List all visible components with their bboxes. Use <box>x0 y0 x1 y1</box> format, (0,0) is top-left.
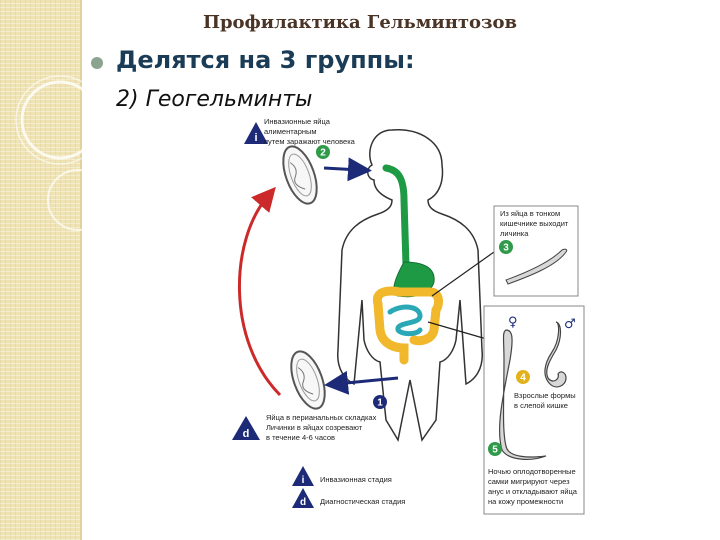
larva-worm <box>505 248 568 285</box>
svg-text:в течение 4-6 часов: в течение 4-6 часов <box>266 433 335 442</box>
step-3-label: 3 <box>503 243 509 254</box>
bullet-icon <box>91 57 103 69</box>
legend-diagnostic-letter: d <box>300 497 306 508</box>
infective-badge-top-letter: i <box>254 132 257 144</box>
step-3-circle <box>499 240 513 254</box>
note-larva-1: Из яйца в тонком <box>500 209 560 218</box>
svg-text:Личинки в яйцах созревают: Личинки в яйцах созревают <box>266 423 363 432</box>
step-1-circle <box>373 395 387 409</box>
step-4-label: 4 <box>520 373 526 384</box>
infective-badge-top <box>244 122 268 144</box>
svg-text:Инвазионная стадия: Инвазионная стадия <box>320 475 392 484</box>
svg-text:Инвазионные яйца: Инвазионные яйца <box>264 117 331 126</box>
note-infective-1: Инвазионные яйца <box>264 117 331 126</box>
note-adult-2: в слепой кишке <box>514 401 568 410</box>
decorative-side-strip <box>0 0 80 540</box>
note-night-4: на кожу промежности <box>488 497 563 506</box>
svg-text:Яйца в перианальных складках: Яйца в перианальных складках <box>266 413 377 422</box>
female-symbol: ♀ <box>508 315 518 330</box>
legend-infective-icon <box>292 466 314 486</box>
egg-bottom <box>290 350 326 410</box>
svg-text:личинка: личинка <box>500 229 529 238</box>
note-night-1: Ночью оплодотворенные <box>488 467 576 476</box>
legend-infective-label: Инвазионная стадия <box>320 475 392 484</box>
leader-line-adult <box>427 321 491 341</box>
diagnostic-badge-bottom-letter: d <box>243 428 250 440</box>
svg-text:алиментарным: алиментарным <box>264 127 317 136</box>
step-1-label: 1 <box>377 398 383 409</box>
diagnostic-badge-bottom <box>232 416 260 440</box>
step-5-label: 5 <box>492 445 498 456</box>
svg-text:самки мигрируют через: самки мигрируют через <box>488 477 570 486</box>
svg-text:на кожу промежности: на кожу промежности <box>488 497 563 506</box>
svg-text:анус и откладывают яйца: анус и откладывают яйца <box>488 487 578 496</box>
svg-text:Ночью оплодотворенные: Ночью оплодотворенные <box>488 467 576 476</box>
male-symbol: ♂ <box>564 317 576 332</box>
male-worm <box>544 321 567 388</box>
note-larva-3: личинка <box>500 229 529 238</box>
svg-text:Диагностическая стадия: Диагностическая стадия <box>320 497 405 506</box>
small-intestine <box>387 304 423 337</box>
esophagus <box>382 164 410 269</box>
step-2-circle <box>316 145 330 159</box>
note-infective-2: алиментарным <box>264 127 317 136</box>
note-night-2: самки мигрируют через <box>488 477 570 486</box>
transmission-arrow-red <box>238 186 282 397</box>
slide-subheading: 2) Геогельминты <box>116 87 313 112</box>
strip-divider <box>80 0 82 540</box>
step-2-label: 2 <box>320 148 326 159</box>
legend-diagnostic-icon <box>292 488 314 508</box>
decorative-rings <box>15 75 109 231</box>
svg-text:кишечнике выходит: кишечнике выходит <box>500 219 569 228</box>
svg-text:Взрослые формы: Взрослые формы <box>514 391 576 400</box>
legend-infective-letter: i <box>302 475 305 486</box>
svg-text:в слепой кишке: в слепой кишке <box>514 401 568 410</box>
note-infective-3: путем заражают человека <box>264 137 356 146</box>
female-worm <box>498 329 547 460</box>
leader-line-larva <box>431 251 495 297</box>
ingestion-arrow <box>323 157 372 182</box>
step-5-circle <box>488 442 502 456</box>
note-adult-1: Взрослые формы <box>514 391 576 400</box>
svg-text:Из яйца в тонком: Из яйца в тонком <box>500 209 560 218</box>
egg-top <box>282 145 318 205</box>
note-larva-2: кишечнике выходит <box>500 219 569 228</box>
svg-text:путем заражают человека: путем заражают человека <box>264 137 356 146</box>
slide-heading: Делятся на 3 группы: <box>116 46 415 74</box>
excretion-arrow <box>324 370 399 395</box>
note-perianal-1: Яйца в перианальных складках <box>266 413 377 422</box>
note-night-3: анус и откладывают яйца <box>488 487 578 496</box>
note-perianal-3: в течение 4-6 часов <box>266 433 335 442</box>
large-intestine <box>372 286 443 365</box>
note-perianal-2: Личинки в яйцах созревают <box>266 423 363 432</box>
slide-title: Профилактика Гельминтозов <box>202 12 518 33</box>
legend-diagnostic-label: Диагностическая стадия <box>320 497 405 506</box>
step-4-circle <box>516 370 530 384</box>
